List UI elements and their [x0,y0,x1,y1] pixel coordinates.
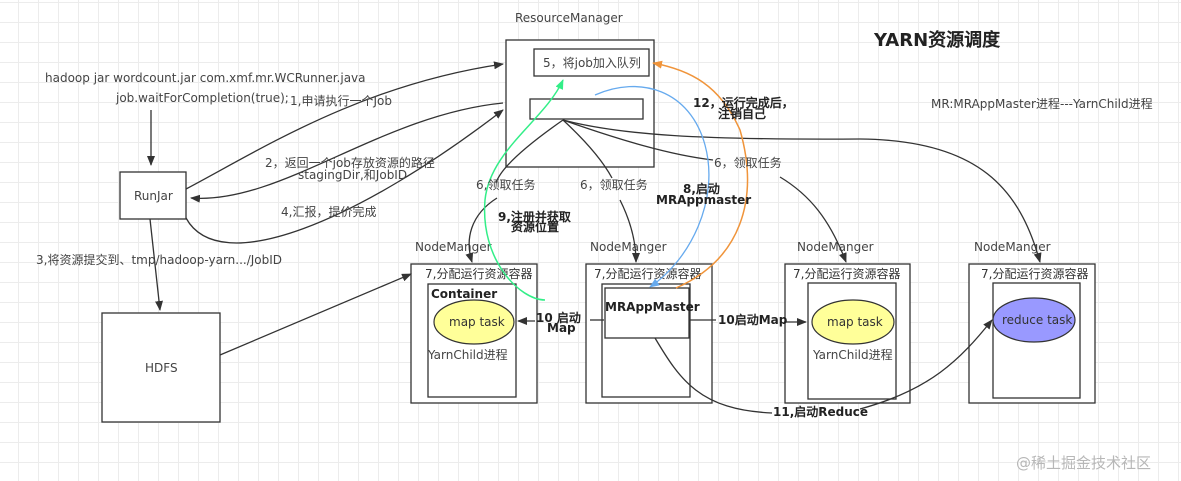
step3-label: 3,将资源提交到、tmp/hadoop-yarn.../JobID [36,252,282,267]
arrow-step8-start-master [594,85,710,288]
arrow-step12-unregister [652,60,749,289]
node-manager-4-header: 7,分配运行资源容器 [981,266,1088,281]
step12-label-a: 12，运行完成后， [693,95,794,110]
step6-label-a: 6,领取任务 [476,177,535,192]
arrow-step11 [654,320,992,414]
arrow-step6-nm2 [562,119,636,262]
yarnchild-1-label: YarnChild进程 [427,347,508,362]
step6-label-b: 6，领取任务 [580,177,648,192]
node-manager-2-label: NodeManger [590,240,667,254]
job-queue-box [533,48,650,77]
step10-label-a: 10 启动 [536,310,581,325]
watermark: @稀土掘金技术社区 [1016,454,1151,472]
scheduler-box [529,98,644,120]
arrow-step3 [149,218,163,311]
step9-label-a: 9,注册并获取 [498,209,571,224]
resource-manager-label: ResourceManager [515,11,623,25]
step8-label-a: 8,启动 [683,181,720,196]
hdfs-box [101,312,221,423]
arrow-step4 [185,109,504,244]
step10-label-c: 10启动Map [718,312,788,327]
runjar-box [119,171,187,220]
arrow-step9-register [483,79,564,301]
job-queue-label: 5，将job加入队列 [543,55,641,70]
mrappmaster-label: MRAppMaster [605,300,700,314]
container-label: Container [431,287,497,301]
arrow-step6-nm1 [469,119,564,262]
map-task-1-label: map task [449,315,505,329]
reduce-task-label: reduce task [1002,313,1072,327]
node-manager-3-label: NodeManger [797,240,874,254]
step2-label-b: stagingDir,和JobID [298,168,407,182]
diagram-title: YARN资源调度 [873,29,1001,51]
arrow-step10-right [690,320,806,322]
node-manager-2-header: 7,分配运行资源容器 [594,266,701,281]
step1-label: 1,申请执行一个Job [290,94,392,108]
command-line-1: hadoop jar wordcount.jar com.xmf.mr.WCRu… [45,71,366,85]
command-line-2: job.waitForCompletion(true); [115,91,289,105]
step2-label-a: 2，返回一个job存放资源的路径 [265,155,435,170]
yarnchild-2-label: YarnChild进程 [812,347,893,362]
arrow-step1 [185,61,504,190]
step6-label-c: 6，领取任务 [714,155,782,170]
arrow-step2 [190,102,504,203]
step9-label-b: 资源位置 [511,219,559,234]
node-manager-4-label: NodeManger [974,240,1051,254]
step12-label-b: 注销自己 [718,106,766,121]
step8-label-b: MRAppmaster [656,193,751,207]
hdfs-label: HDFS [145,361,178,375]
node-manager-1-header: 7,分配运行资源容器 [425,266,532,281]
process-note: MR:MRAppMaster进程---YarnChild进程 [931,96,1153,111]
arrow-step6-nm4 [562,119,1042,263]
arrow-step6-nm3 [562,119,846,262]
map-task-2-label: map task [827,315,883,329]
map-task-1-ellipse [433,299,515,345]
step11-label: 11,启动Reduce [773,404,868,419]
arrow-hdfs-to-nm1 [219,273,412,356]
node-manager-1-label: NodeManger [415,240,492,254]
step10-label-b: Map [547,321,576,335]
step4-label: 4,汇报，提价完成 [281,204,376,219]
node-manager-3-header: 7,分配运行资源容器 [793,266,900,281]
runjar-label: RunJar [134,189,173,203]
mrappmaster-box [604,287,690,339]
